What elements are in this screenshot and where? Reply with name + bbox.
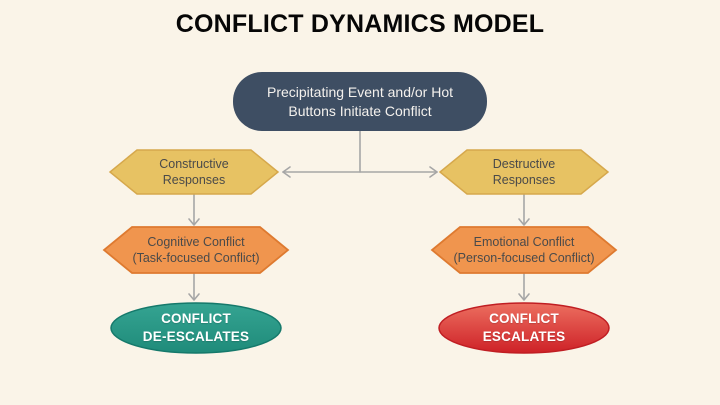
- arrow-down-icon: [188, 218, 200, 226]
- emotional-conflict-hexagon: [430, 226, 618, 274]
- arrow-down-icon: [518, 293, 530, 301]
- conflict-escalates-ellipse: [438, 302, 610, 354]
- conflict-deescalates-ellipse: [110, 302, 282, 354]
- constructive-responses-hexagon: [108, 149, 280, 195]
- precipitating-event-node: [233, 72, 487, 131]
- destructive-responses-hexagon: [438, 149, 610, 195]
- arrow-right-icon: [429, 166, 438, 178]
- arrow-left-icon: [282, 166, 291, 178]
- arrow-down-icon: [188, 293, 200, 301]
- page-title: CONFLICT DYNAMICS MODEL: [175, 10, 545, 38]
- arrow-down-icon: [518, 218, 530, 226]
- cognitive-conflict-hexagon: [102, 226, 290, 274]
